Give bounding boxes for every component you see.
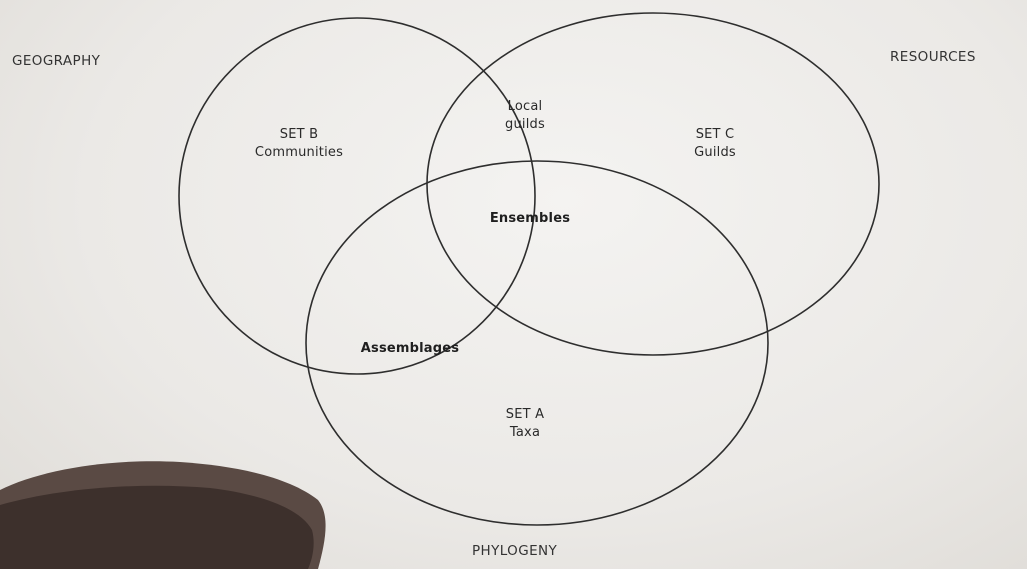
set-c-label: SET C Guilds (660, 126, 770, 161)
intersection-bc-label: Local guilds (470, 98, 580, 133)
photo-occlusion-shadow (0, 485, 314, 569)
set-b-name: SET B (279, 127, 319, 142)
set-a-name: SET A (505, 407, 545, 422)
set-c-name: SET C (695, 127, 735, 142)
intersection-ab-label: Assemblages (360, 341, 460, 356)
set-c-circle (426, 12, 880, 356)
axis-label-geography: GEOGRAPHY (12, 53, 101, 69)
set-a-label: SET A Taxa (470, 406, 580, 441)
set-a-circle (305, 160, 769, 526)
set-b-circle (178, 17, 536, 375)
set-b-label: SET B Communities (224, 126, 374, 161)
axis-label-resources: RESOURCES (890, 49, 976, 65)
intersection-bc-line2: guilds (505, 116, 545, 132)
set-b-description: Communities (254, 144, 344, 160)
axis-label-phylogeny: PHYLOGENY (472, 543, 558, 559)
set-a-description: Taxa (509, 424, 541, 440)
intersection-bc-line1: Local (507, 99, 543, 114)
set-c-description: Guilds (694, 144, 736, 160)
intersection-abc-label: Ensembles (489, 211, 571, 226)
